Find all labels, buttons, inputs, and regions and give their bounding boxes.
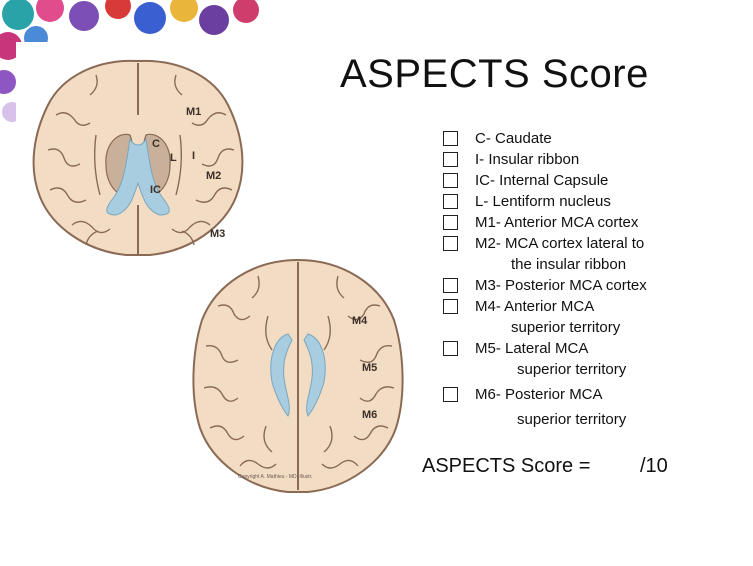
label-m3: M3	[210, 228, 225, 240]
label-m1: M1	[186, 106, 201, 118]
label-m5: M5	[362, 362, 377, 374]
region-item-m4: M4- Anterior MCA superior territory	[443, 296, 647, 338]
region-label: I- Insular ribbon	[475, 151, 580, 168]
region-item-m3: M3- Posterior MCA cortex	[443, 275, 647, 296]
region-item-m6: M6- Posterior MCA superior territory	[443, 384, 647, 430]
checkbox-m5[interactable]	[443, 341, 458, 356]
slide-title: ASPECTS Score	[340, 52, 649, 96]
region-label: M4- Anterior MCA	[475, 298, 595, 315]
checkbox-c[interactable]	[443, 131, 458, 146]
region-item-ic: IC- Internal Capsule	[443, 170, 647, 191]
region-label: M3- Posterior MCA cortex	[475, 277, 647, 294]
region-item-m5: M5- Lateral MCA superior territory	[443, 338, 647, 380]
checkbox-m1[interactable]	[443, 215, 458, 230]
brain-slice-basal-ganglia: M1 C L I IC M2 M3	[32, 59, 244, 256]
label-m2: M2	[206, 170, 221, 182]
checkbox-ic[interactable]	[443, 173, 458, 188]
checkbox-m6[interactable]	[443, 387, 458, 402]
aspects-region-checklist: C- Caudate I- Insular ribbon IC- Interna…	[443, 128, 647, 430]
checkbox-m2[interactable]	[443, 236, 458, 251]
region-label-continuation: the insular ribbon	[511, 256, 627, 273]
copyright-credit: Copyright A. Mathieu - MD, Illustr.	[238, 474, 312, 480]
aspects-score-label: ASPECTS Score =	[422, 455, 591, 477]
aspects-score-total: /10	[640, 455, 668, 477]
region-item-i: I- Insular ribbon	[443, 149, 647, 170]
region-label: M5- Lateral MCA	[475, 340, 589, 357]
label-i: I	[192, 150, 195, 162]
region-item-c: C- Caudate	[443, 128, 647, 149]
region-label: M6- Posterior MCA	[475, 386, 603, 403]
region-item-l: L- Lentiform nucleus	[443, 191, 647, 212]
label-m6: M6	[362, 409, 377, 421]
brain-slice-supraganglionic: M4 M5 M6 Copyright A. Mathieu - MD, Illu…	[192, 258, 404, 493]
checkbox-m3[interactable]	[443, 278, 458, 293]
checkbox-i[interactable]	[443, 152, 458, 167]
region-label-continuation: superior territory	[517, 361, 627, 378]
region-label: L- Lentiform nucleus	[475, 193, 611, 210]
region-label: M2- MCA cortex lateral to	[475, 235, 645, 252]
label-l: L	[170, 152, 177, 164]
checkbox-m4[interactable]	[443, 299, 458, 314]
region-item-m2: M2- MCA cortex lateral to the insular ri…	[443, 233, 647, 275]
region-label: C- Caudate	[475, 130, 552, 147]
label-m4: M4	[352, 315, 368, 327]
region-item-m1: M1- Anterior MCA cortex	[443, 212, 647, 233]
region-label-continuation: superior territory	[511, 319, 621, 336]
region-label: IC- Internal Capsule	[475, 172, 609, 189]
region-label-continuation: superior territory	[517, 411, 627, 428]
label-c: C	[152, 138, 160, 150]
checkbox-l[interactable]	[443, 194, 458, 209]
label-ic: IC	[150, 184, 161, 196]
region-label: M1- Anterior MCA cortex	[475, 214, 639, 231]
